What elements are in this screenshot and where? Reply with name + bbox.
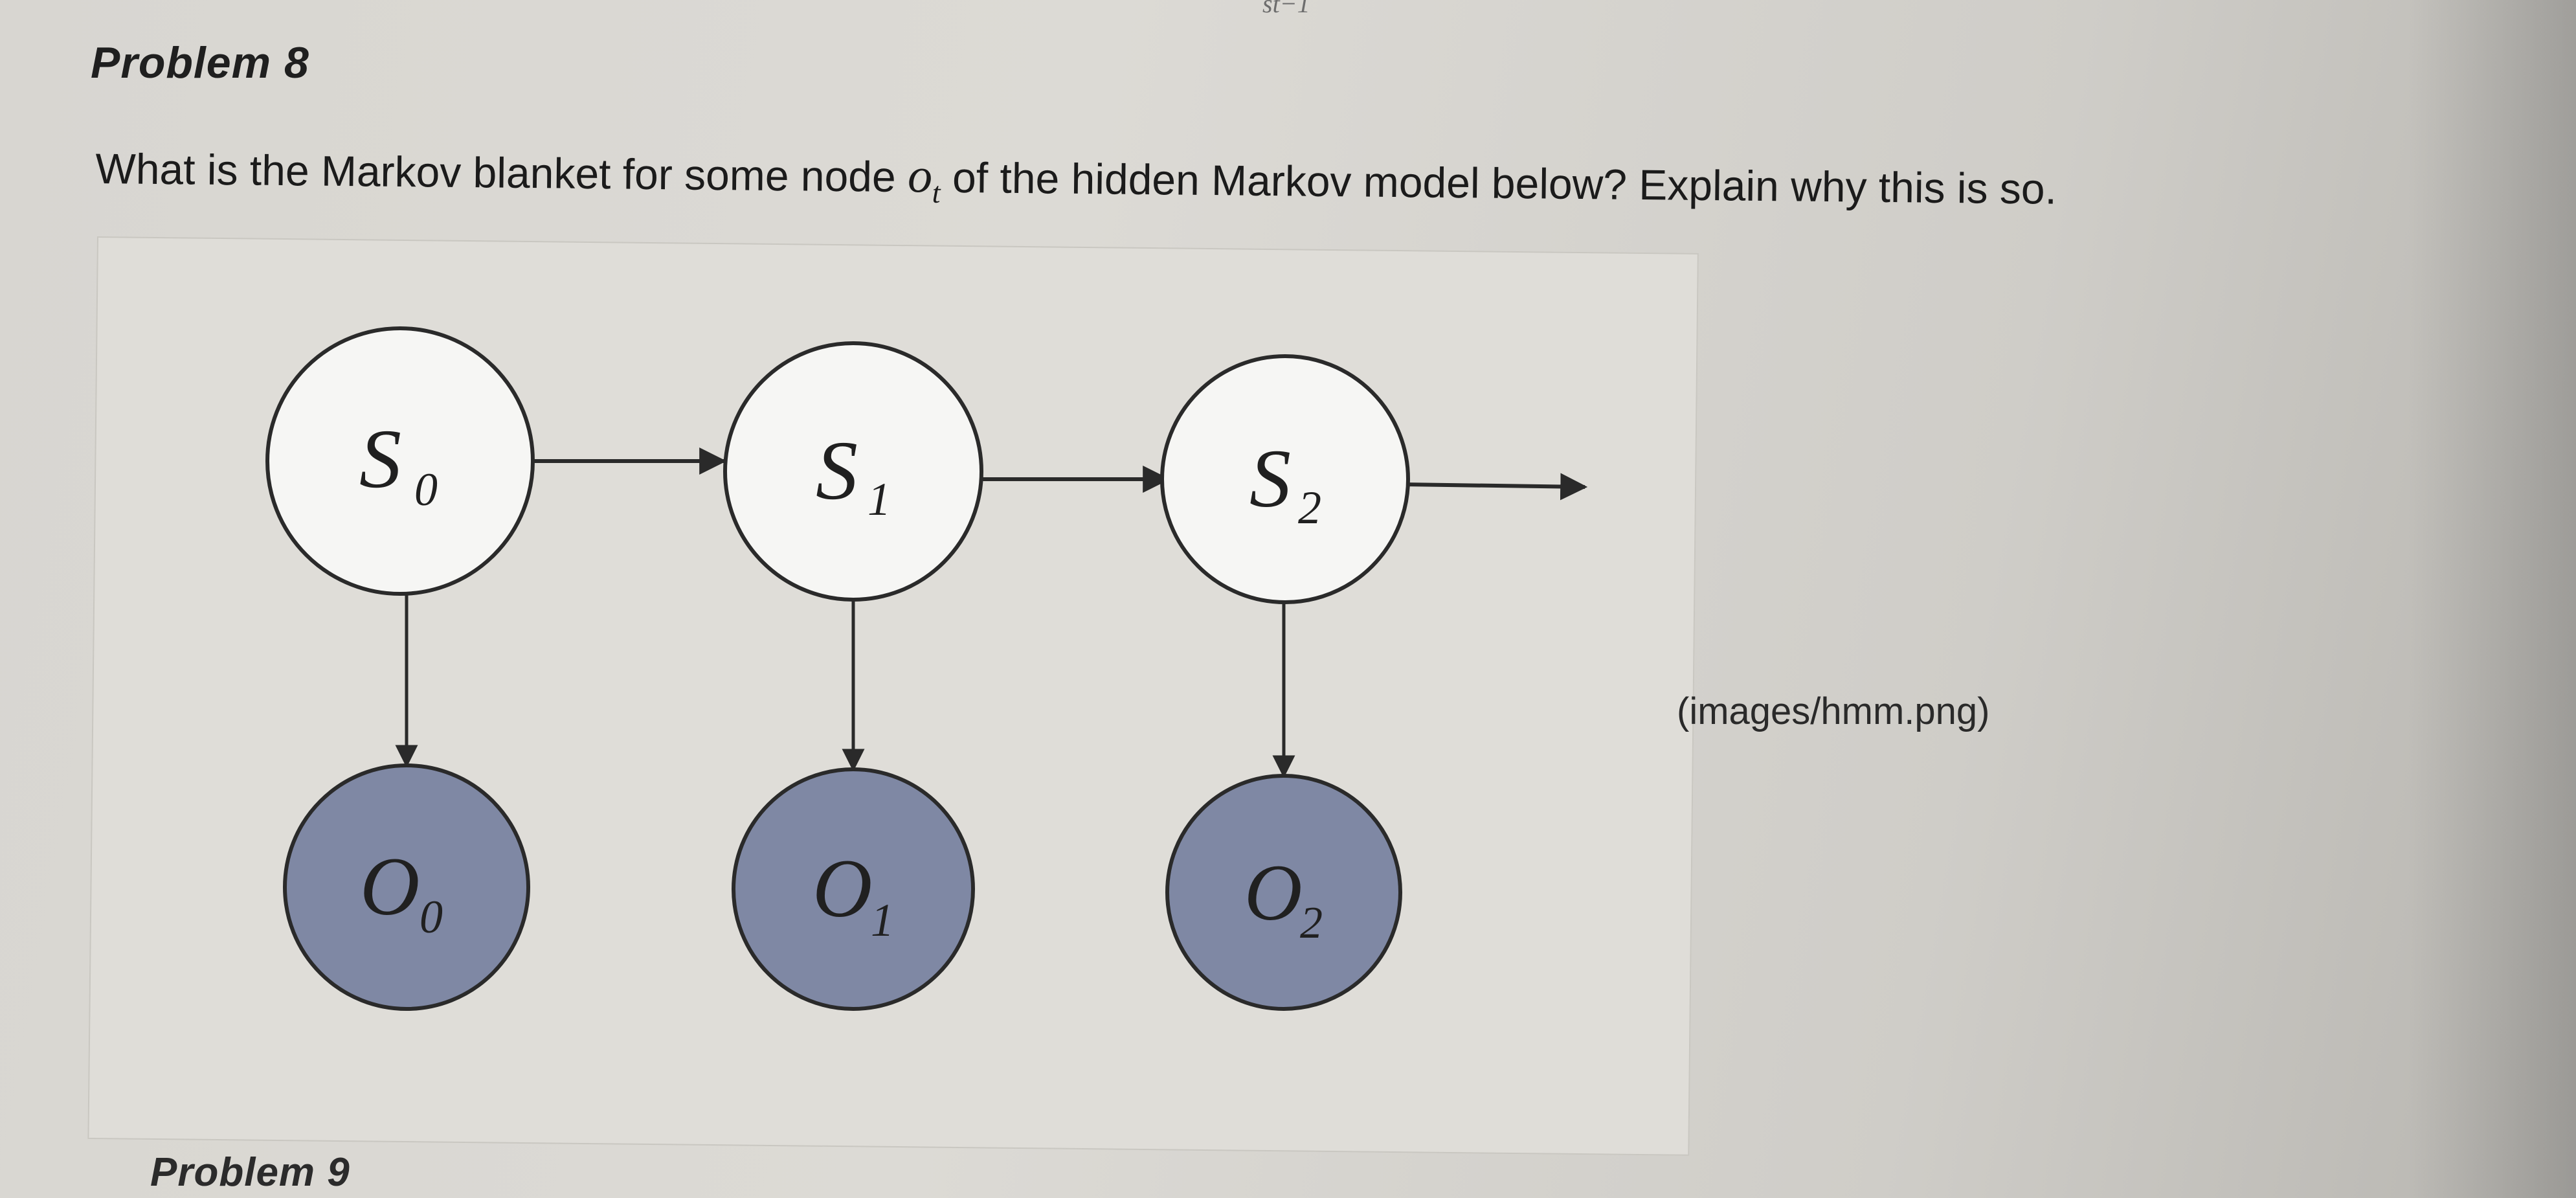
scrolled-text-fragment: st−1 [1262, 0, 1310, 18]
edge-s2-next [1403, 473, 1588, 501]
hidden-node-s0-letter: S [359, 413, 401, 506]
hidden-node-s0-sub: 0 [414, 464, 438, 515]
observed-node-o2-letter: O [1244, 848, 1303, 937]
observed-node-o0: O 0 [283, 763, 530, 1011]
hidden-node-s2-letter: S [1249, 433, 1291, 525]
image-caption: (images/hmm.png) [1677, 690, 1990, 732]
hidden-node-s1: S 1 [723, 341, 983, 602]
hidden-node-s2-sub: 2 [1298, 482, 1321, 534]
hidden-node-s1-sub: 1 [868, 473, 891, 525]
observed-node-o0-sub: 0 [420, 891, 443, 943]
observed-node-o0-letter: O [360, 841, 420, 932]
observed-node-o2: O 2 [1165, 774, 1402, 1011]
problem-9-heading: Problem 9 [150, 1150, 350, 1195]
hidden-node-s2: S 2 [1160, 354, 1410, 604]
hidden-node-s0: S 0 [265, 326, 535, 596]
observed-node-o1-sub: 1 [871, 894, 894, 946]
problem-8-heading: Problem 8 [91, 38, 309, 87]
observed-node-o1-letter: O [812, 842, 872, 934]
observed-node-o1: O 1 [732, 767, 975, 1011]
screen-edge-shadow [2408, 0, 2576, 1198]
observed-node-o2-sub: 2 [1300, 898, 1323, 948]
hidden-node-s1-letter: S [816, 424, 858, 517]
